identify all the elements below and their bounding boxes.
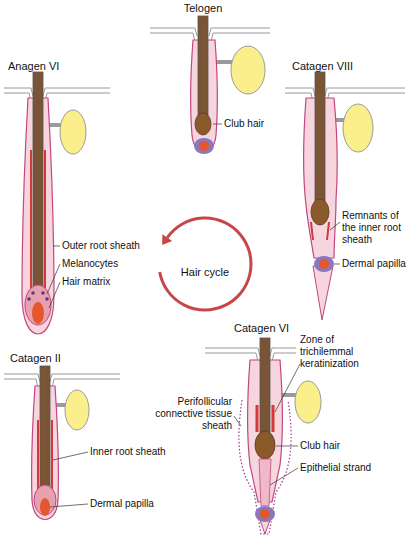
skin-line [4,93,110,102]
cycle-arrow [153,212,257,316]
telogen-follicle [150,16,270,154]
leader-line [234,364,300,485]
sebaceous-gland [343,104,373,152]
root-sheath-remnant [311,222,329,240]
part-label: Remnants of the inner root sheath [342,210,410,246]
part-label: Dermal papilla [90,498,180,510]
hair-shaft [40,366,50,490]
connective-tissue-tail [313,266,333,320]
leader-line [50,452,88,507]
melanocytes [27,291,49,301]
melanocyte [31,291,35,295]
part-label: Perifollicular connective tissue sheath [150,396,232,432]
sebaceous-gland [60,110,86,154]
skin-line [4,374,120,382]
dermal-papilla [32,302,44,324]
dermal-papilla [199,141,209,151]
skin-line [285,93,405,102]
stage-title: Catagen VIII [292,60,382,73]
anagen-follicle [4,72,110,334]
part-label: Epithelial strand [300,462,390,474]
part-label: Inner root sheath [90,446,180,458]
club-hair [311,199,329,225]
cycle-label: Hair cycle [153,266,257,279]
connective-tissue-tail [260,520,270,534]
stage-title: Telogen [168,2,238,15]
hair-shaft [33,72,43,294]
part-label: Club hair [224,118,284,130]
papilla-casing [255,506,275,522]
part-label: Club hair [300,440,390,452]
skin-line [285,88,405,96]
part-label: Outer root sheath [62,240,152,252]
melanocyte [27,297,31,301]
skin-line [4,88,110,96]
skin-line [4,379,120,388]
leader-line [213,124,222,125]
keratinization-zone [257,405,273,432]
club-hair [255,431,275,459]
sebaceous-gland [295,381,321,423]
stage-title: Anagen VI [8,60,88,73]
skin-line [150,28,270,36]
dermal-papilla [319,259,329,269]
catagen-viii-follicle [285,72,405,320]
part-label: Dermal papilla [342,258,412,270]
hair-shaft [198,16,208,122]
dermal-papilla [40,498,50,516]
club-hair [195,113,211,135]
sebaceous-gland [65,390,89,430]
papilla-casing [194,138,214,154]
arrow-head [162,234,172,245]
part-label: Hair matrix [62,276,152,288]
hair-shaft [315,72,325,207]
hair-matrix [25,285,51,325]
cycle-ring [160,218,251,310]
leader-line [47,246,60,308]
part-label: Zone of trichilemmal keratinization [300,334,390,370]
cycle-circle: Hair cycle [153,212,257,316]
skin-line [205,348,296,356]
stage-title: Catagen II [10,352,90,365]
hair-shaft [260,338,270,446]
melanocyte [41,291,45,295]
hair-matrix [34,485,56,515]
epithelial-strand [259,459,271,506]
part-label: Melanocytes [62,258,152,270]
sebaceous-gland [231,46,265,94]
melanocyte [45,297,49,301]
inner-root-sheath [31,150,45,292]
catagen-ii-follicle [4,366,120,520]
leader-line [330,222,340,264]
dermal-papilla [260,509,270,519]
stage-title: Catagen VI [234,322,314,335]
papilla-casing [314,256,334,272]
